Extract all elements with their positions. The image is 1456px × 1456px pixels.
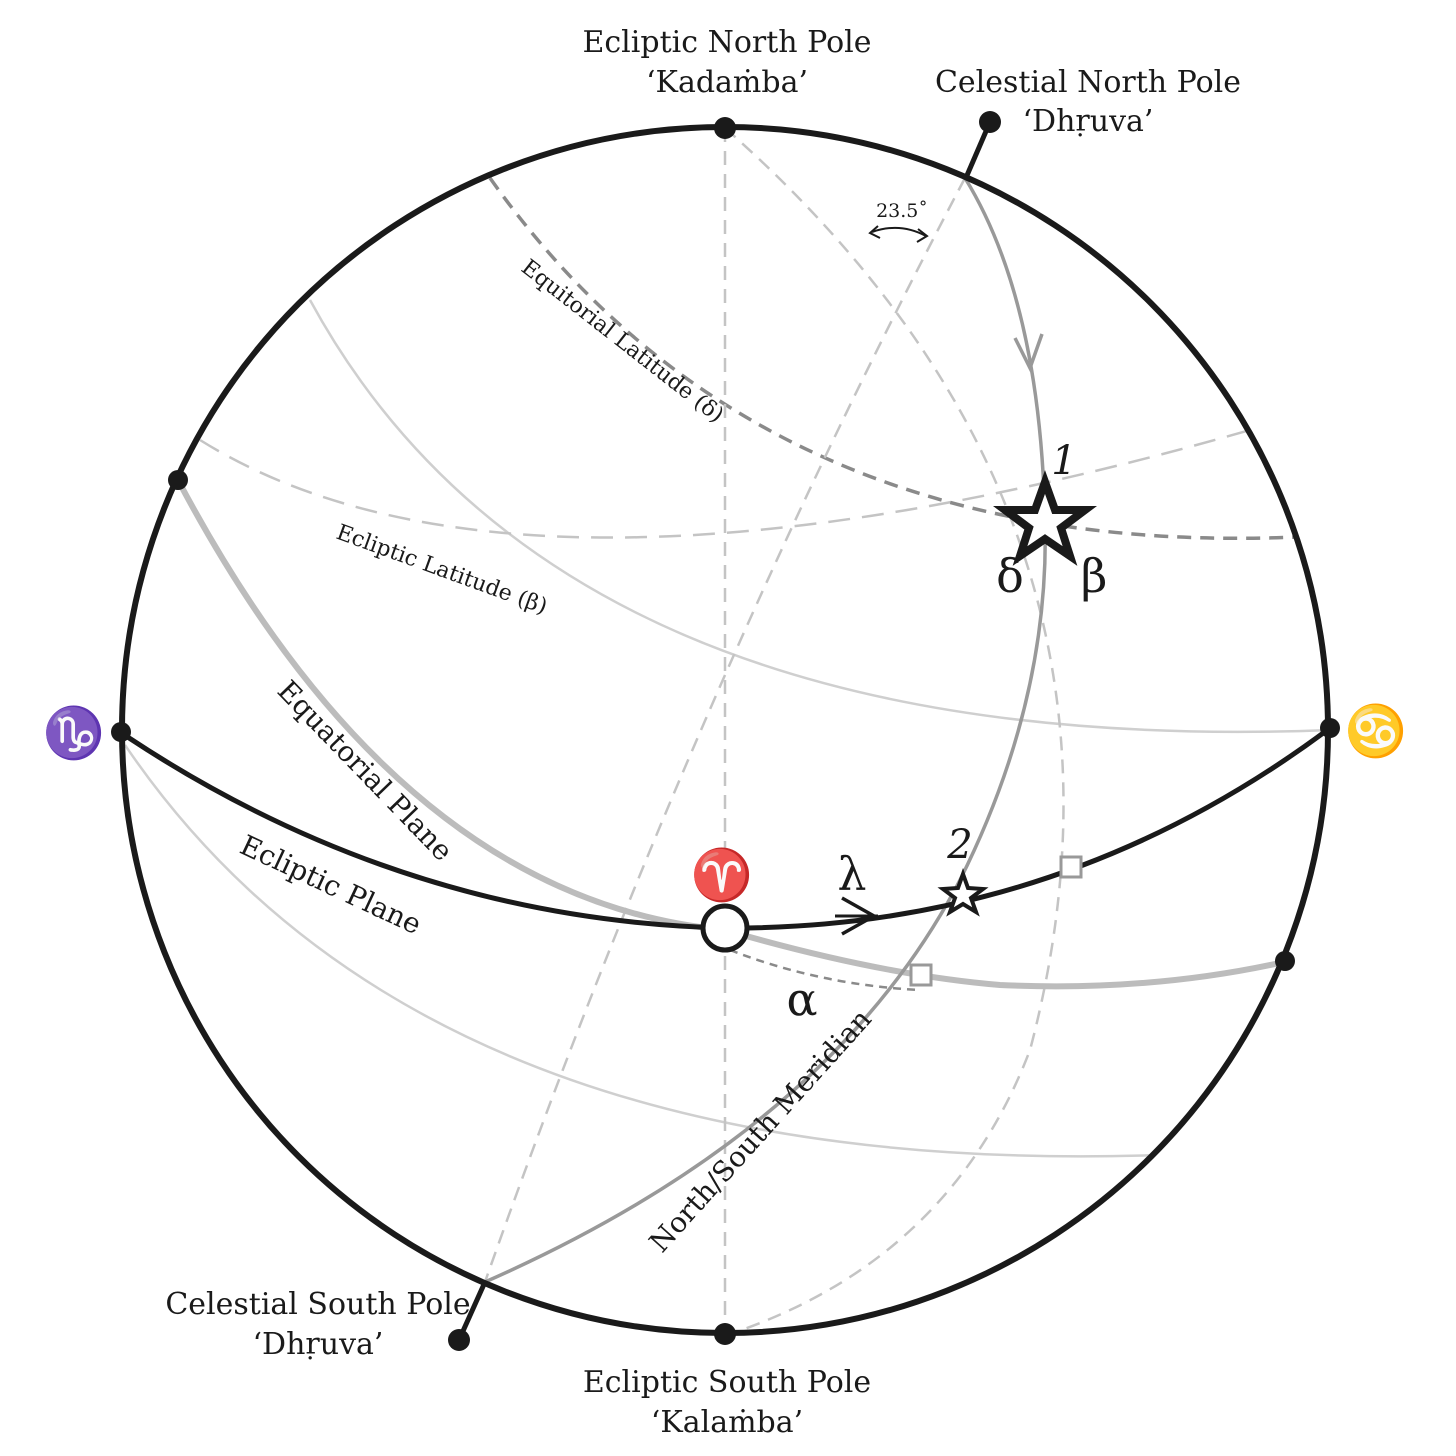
projection-square-ecliptic bbox=[1059, 855, 1083, 879]
cancer-symbol: ♋ bbox=[1345, 702, 1407, 760]
angle-arrow-left bbox=[868, 225, 881, 239]
dashed-meridian-right bbox=[724, 127, 1065, 1333]
ecliptic-south-pole-label: Ecliptic South Pole bbox=[583, 1365, 871, 1400]
equatorial-node-left-dot bbox=[168, 470, 188, 490]
celestial-north-pole-name: ‘Dhṛuva’ bbox=[1023, 104, 1154, 139]
beta-label: β bbox=[1081, 549, 1108, 603]
equitorial-latitude-arc bbox=[488, 176, 1299, 541]
ecliptic-north-pole-label: Ecliptic North Pole bbox=[582, 25, 871, 60]
meridian-direction-arrow bbox=[1013, 333, 1044, 373]
ecliptic-north-pole-name: ‘Kadaṁba’ bbox=[646, 65, 808, 100]
star-2-icon bbox=[937, 868, 989, 917]
angle-arrow-right bbox=[916, 228, 929, 243]
interior-lines bbox=[122, 127, 1328, 1333]
ecliptic-north-pole-dot bbox=[714, 117, 736, 139]
equitorial-latitude-label: Equitorial Latitude (δ) bbox=[516, 255, 728, 428]
celestial-south-pole-dot bbox=[448, 1329, 470, 1351]
right-ascension-arc bbox=[729, 948, 921, 992]
ecliptic-latitude-label: Ecliptic Latitude (β) bbox=[333, 520, 550, 620]
lambda-arrowhead bbox=[841, 896, 878, 936]
latitude-arc-lower bbox=[123, 744, 1161, 1158]
equatorial-plane-label: Equatorial Plane bbox=[271, 674, 460, 868]
vernal-equinox-marker bbox=[700, 903, 750, 953]
equatorial-plane-arc bbox=[175, 478, 1285, 990]
cancer-dot bbox=[1320, 718, 1340, 738]
north-south-meridian-label: North/South Meridian bbox=[643, 1003, 878, 1259]
celestial-north-pole-dot bbox=[979, 111, 1001, 133]
capricorn-symbol: ♑ bbox=[43, 704, 105, 762]
delta-label: δ bbox=[996, 549, 1024, 603]
celestial-south-pole-label: Celestial South Pole bbox=[165, 1287, 470, 1322]
obliquity-angle-label: 23.5˚ bbox=[876, 200, 928, 222]
north-south-meridian bbox=[484, 177, 1048, 1284]
star-2-label: 2 bbox=[946, 822, 972, 868]
star-1-icon bbox=[993, 470, 1097, 566]
dashed-meridian-left bbox=[483, 177, 967, 1283]
ecliptic-south-pole-name: ‘Kalaṁba’ bbox=[651, 1405, 803, 1440]
celestial-south-pole-name: ‘Dhṛuva’ bbox=[253, 1327, 384, 1362]
aries-symbol: ♈ bbox=[691, 846, 753, 904]
projection-square-equator bbox=[909, 963, 933, 987]
lambda-label: λ bbox=[837, 847, 866, 901]
alpha-label: α bbox=[786, 972, 817, 1026]
latitude-arc-upper bbox=[308, 299, 1328, 734]
equatorial-node-right-dot bbox=[1275, 951, 1295, 971]
celestial-north-pole-label: Celestial North Pole bbox=[935, 65, 1241, 100]
star-1-label: 1 bbox=[1051, 438, 1076, 484]
capricorn-dot bbox=[111, 722, 131, 742]
ecliptic-south-pole-dot bbox=[714, 1323, 736, 1345]
angle-arc bbox=[871, 226, 927, 237]
